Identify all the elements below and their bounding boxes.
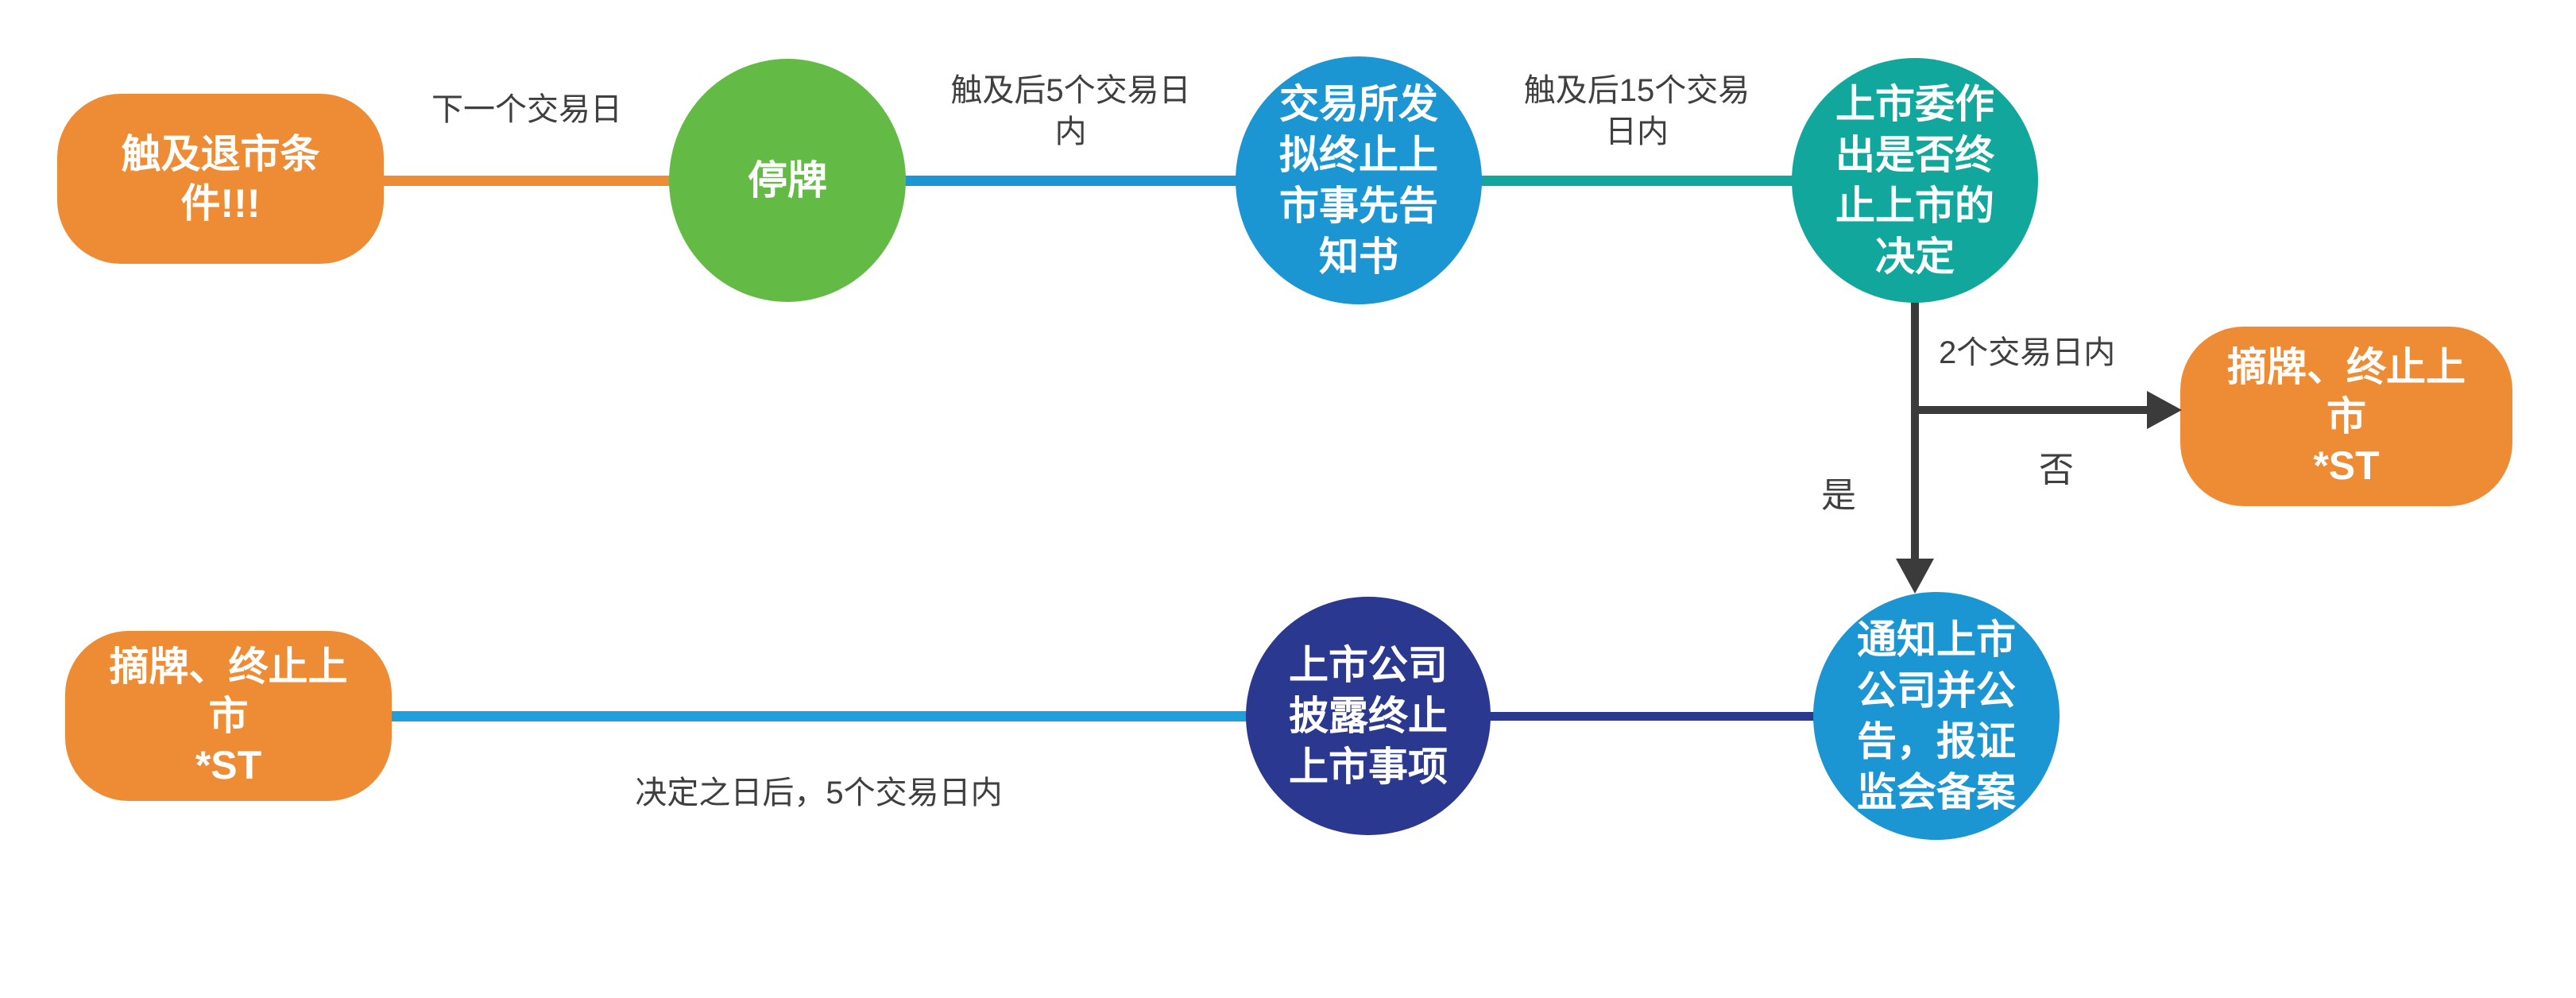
label-within-5-days-after-decision: 决定之日后，5个交易日内	[635, 776, 1003, 810]
connector-delist-to-disclose	[392, 711, 1368, 721]
node-trading-halt: 停牌	[669, 59, 906, 302]
node-company-discloses-termination: 上市公司 披露终止 上市事项	[1246, 597, 1491, 835]
label-next-trading-day: 下一个交易日	[431, 92, 622, 127]
node-notify-announce-csrc-filing: 通知上市 公司并公 告，报证 监会备案	[1813, 592, 2060, 840]
node-delist-terminate-st-right: 摘牌、终止上 市 *ST	[2180, 327, 2512, 506]
label-within-2-trading-days: 2个交易日内	[1939, 335, 2116, 370]
connector-disclose-to-report	[1368, 712, 1936, 721]
label-branch-yes: 是	[1821, 476, 1856, 515]
node-listing-committee-decision: 上市委作 出是否终 止上市的 决定	[1792, 58, 2038, 303]
node-delist-terminate-st-left: 摘牌、终止上 市 *ST	[65, 631, 392, 801]
label-within-15-trading-days: 触及后15个交易 日内	[1523, 73, 1750, 149]
label-within-5-trading-days: 触及后5个交易日 内	[950, 73, 1191, 149]
node-trigger-delisting-condition: 触及退市条 件!!!	[57, 94, 384, 264]
connector-decision-branch-vertical	[1911, 299, 1919, 560]
arrow-right-head-icon	[2147, 391, 2182, 429]
connector-notice-to-decision	[1359, 176, 1915, 186]
connector-halt-to-notice	[787, 176, 1359, 186]
arrow-down-head-icon	[1896, 559, 1934, 594]
node-exchange-prior-notice: 交易所发 拟终止上 市事先告 知书	[1236, 56, 1482, 304]
label-branch-no: 否	[2039, 451, 2074, 489]
connector-branch-no-horizontal	[1915, 406, 2147, 414]
